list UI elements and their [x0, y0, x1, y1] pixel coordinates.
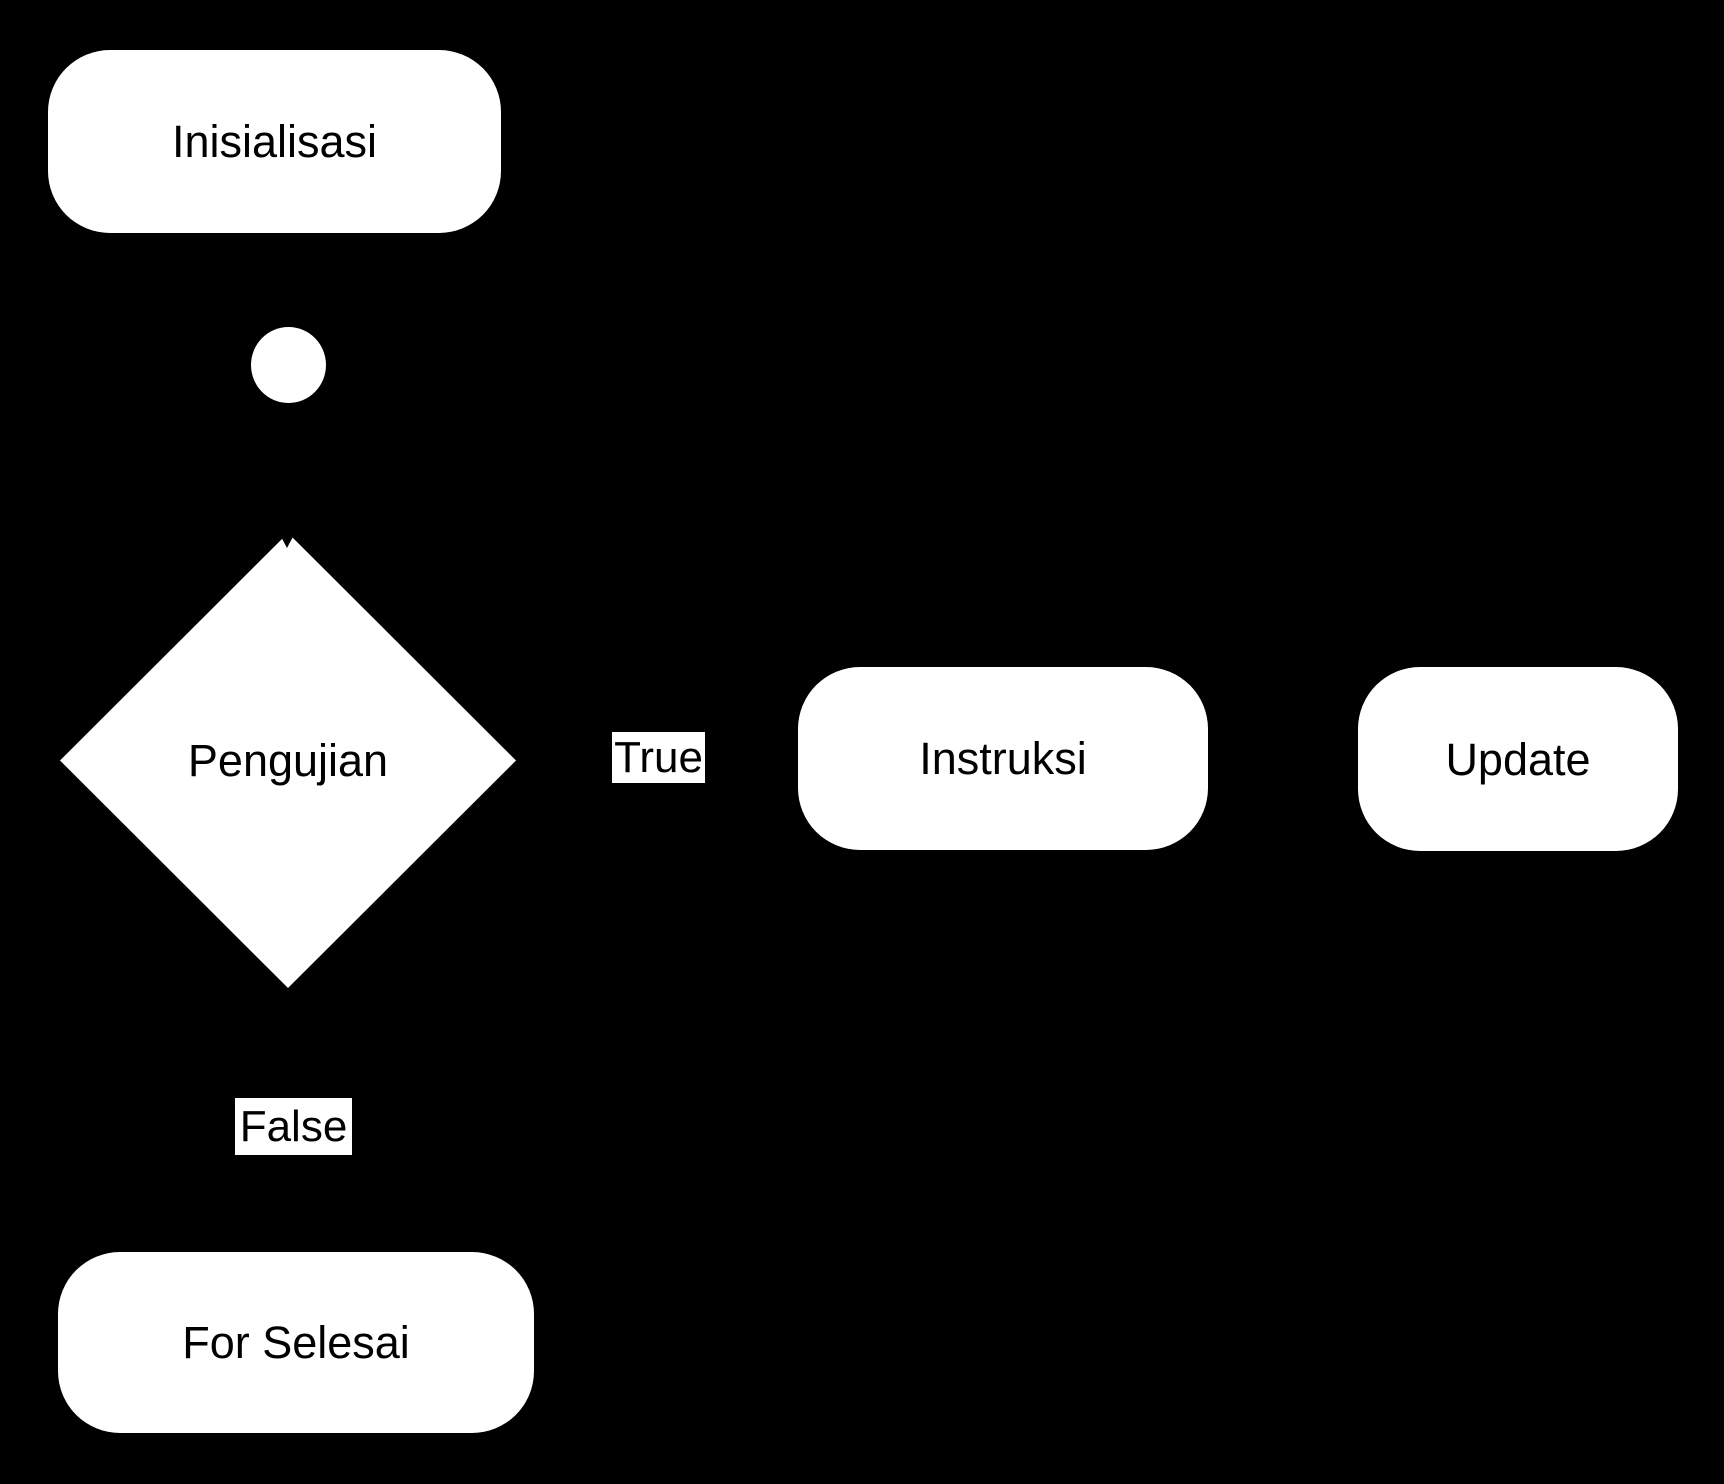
edge-label-true: True: [612, 732, 705, 783]
node-update: Update: [1358, 667, 1678, 851]
node-for-selesai-label: For Selesai: [182, 1317, 410, 1368]
node-for-selesai: For Selesai: [58, 1252, 534, 1433]
node-instruksi-label: Instruksi: [919, 733, 1087, 784]
node-update-label: Update: [1445, 733, 1591, 785]
edge-label-true-text: True: [614, 732, 703, 782]
node-inisialisasi-label: Inisialisasi: [171, 116, 378, 167]
node-instruksi: Instruksi: [798, 667, 1208, 850]
connector-dot: [251, 327, 326, 403]
node-pengujian-label: Pengujian: [187, 735, 389, 786]
edge-label-false-text: False: [239, 1101, 348, 1151]
node-pengujian-decision: Pengujian: [60, 533, 516, 988]
node-inisialisasi: Inisialisasi: [48, 50, 501, 233]
edge-label-false: False: [235, 1098, 352, 1155]
